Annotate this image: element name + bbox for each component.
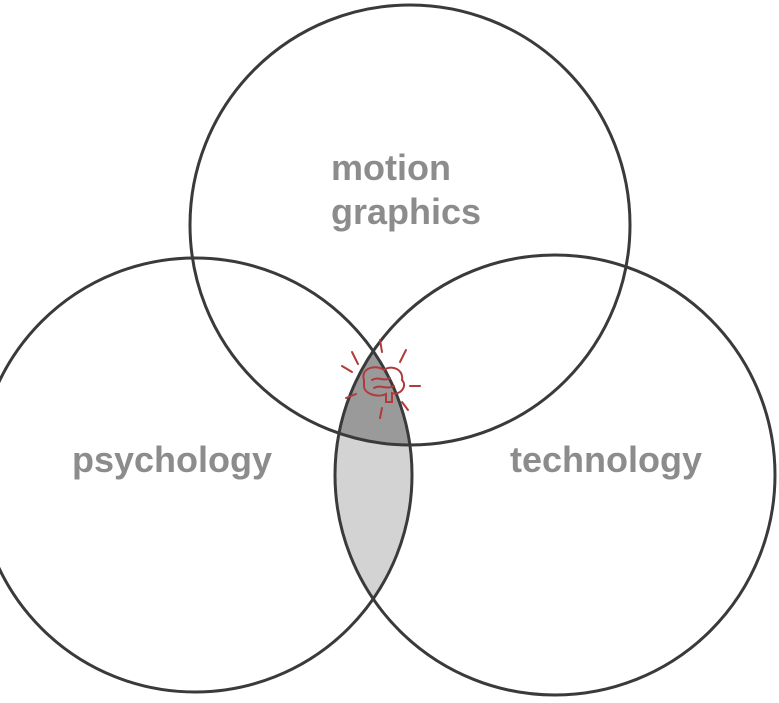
label-motion-graphics-line2: graphics [331,191,482,232]
label-psychology: psychology [72,439,273,480]
label-motion-graphics: motion graphics [331,146,481,234]
label-motion-graphics-line1: motion [331,147,451,188]
label-technology: technology [510,439,703,480]
brain-lightbulb-icon [341,339,421,419]
circle-psychology [0,256,414,694]
circle-technology [333,253,777,697]
